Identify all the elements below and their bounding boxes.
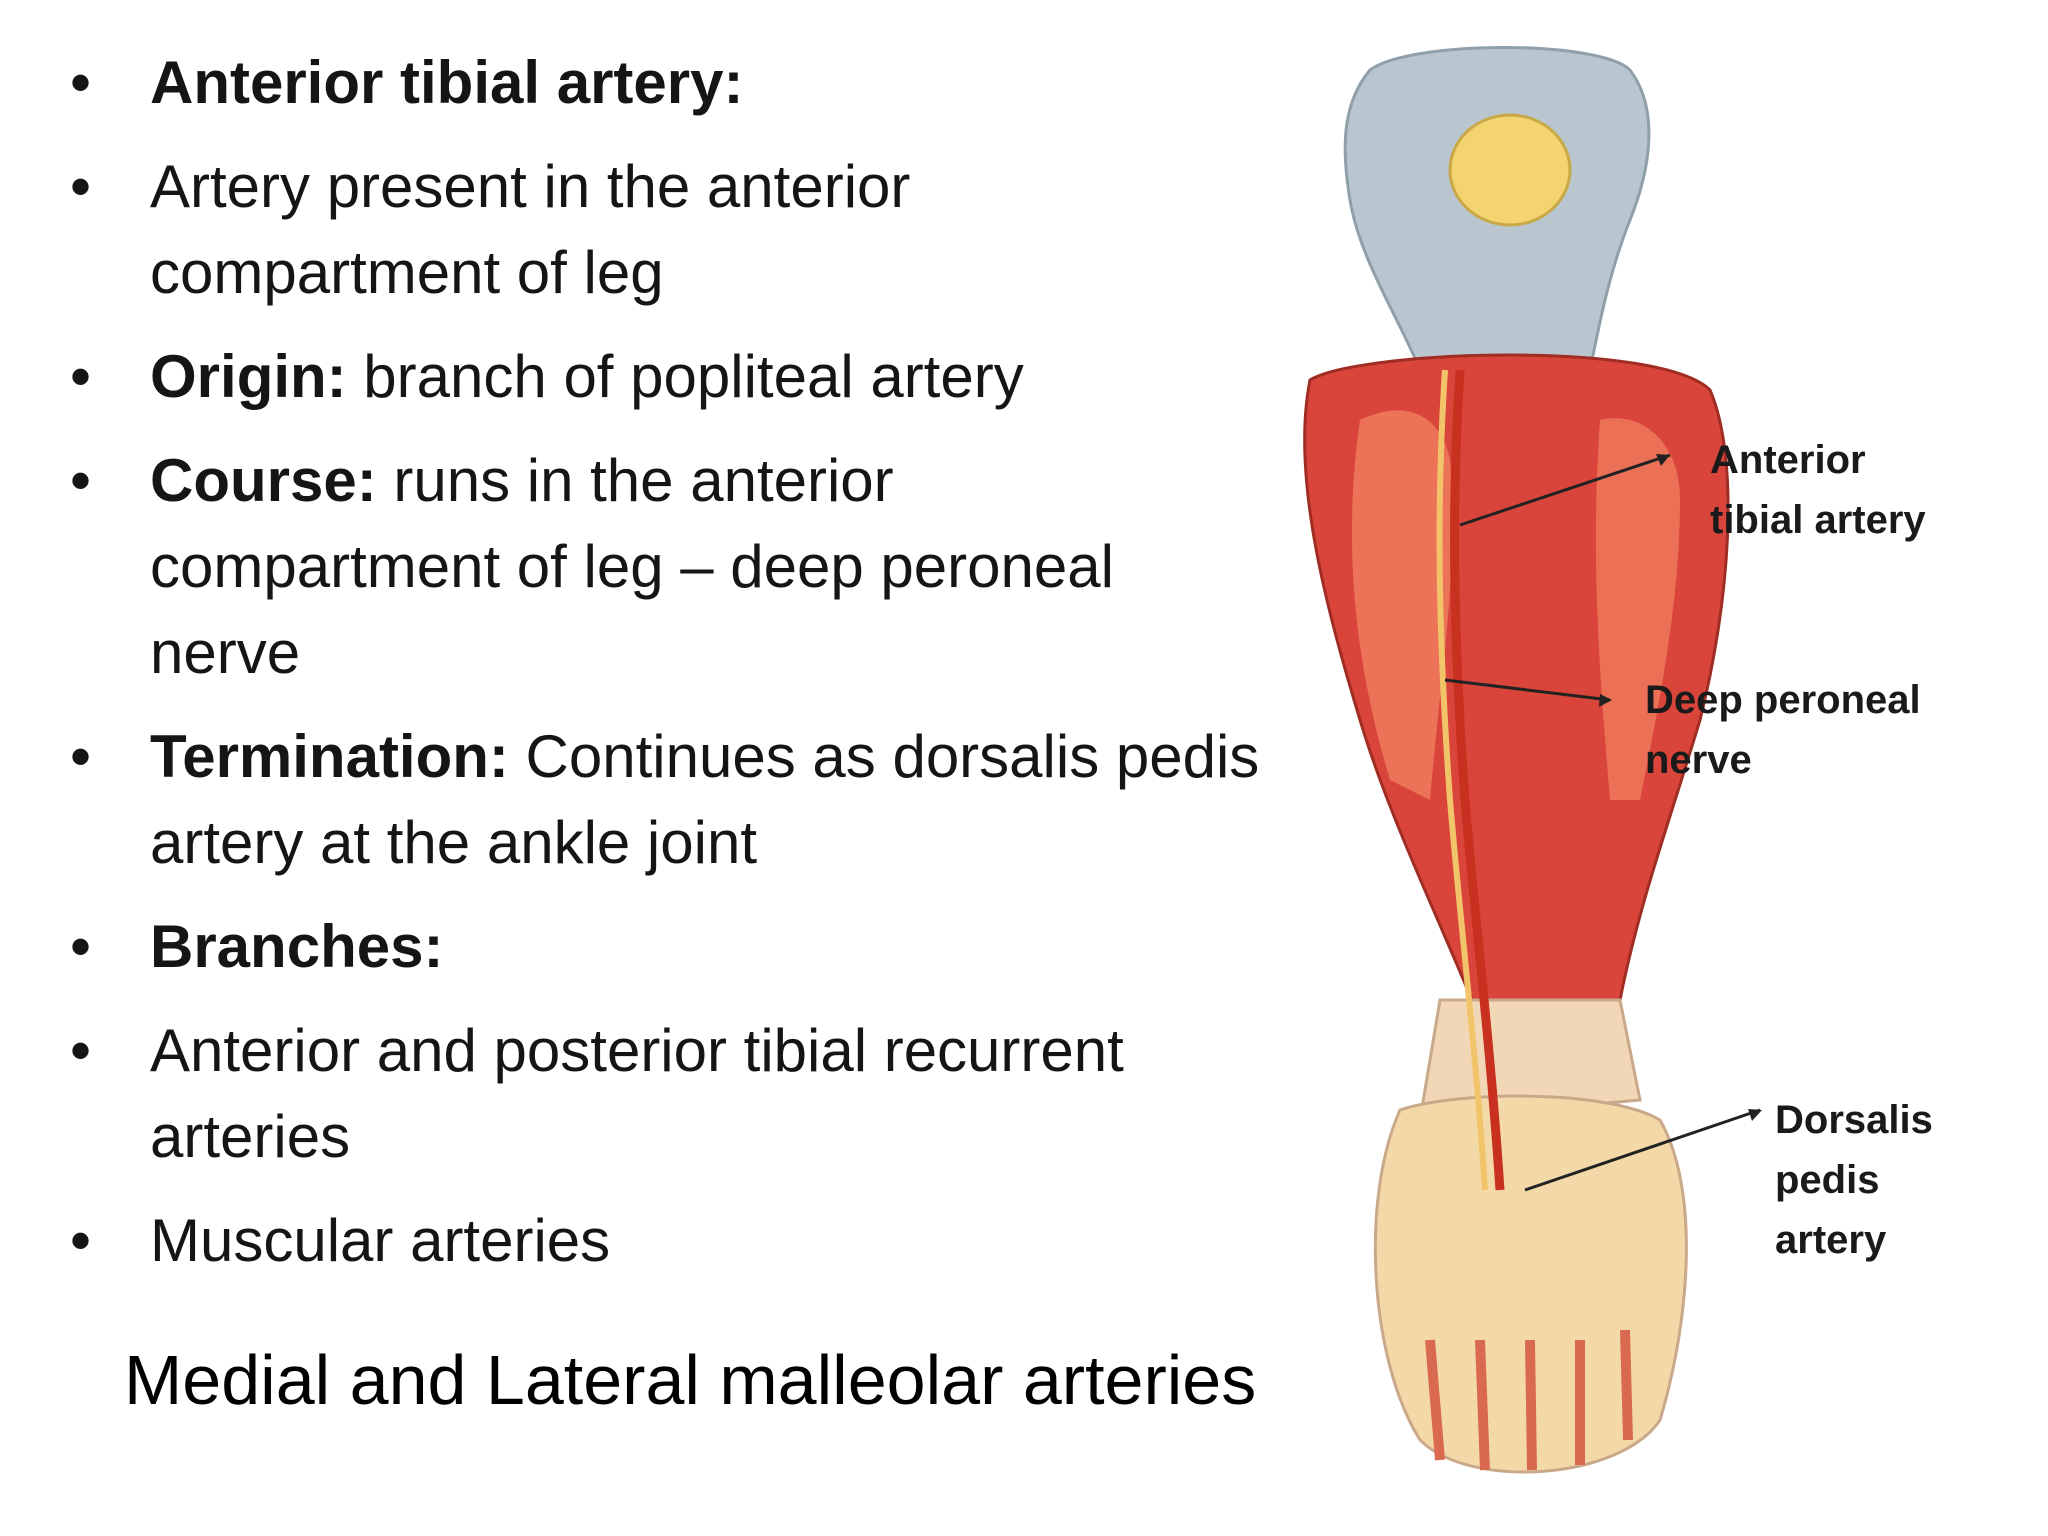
bullet-dot: • (70, 447, 92, 514)
arrowhead-deep-peroneal (1599, 694, 1612, 707)
leg-muscle-highlight-right (1595, 418, 1680, 800)
anterior-tibial-artery (1450, 369, 1505, 1191)
label-line: tibial artery (1710, 498, 1926, 542)
bullet-text: Continues as dorsalis pedis artery at th… (150, 723, 1260, 876)
label-dorsalis-pedis-artery: Dorsalis pedis artery (1775, 1090, 1933, 1270)
bullet-bold: Termination: (150, 723, 509, 790)
label-line: Deep peroneal (1645, 678, 1921, 722)
bullet-item: • Origin: branch of popliteal artery (62, 334, 1262, 420)
footer-line: Medial and Lateral malleolar arteries (124, 1341, 1257, 1419)
bullet-bold: Course: (150, 447, 377, 514)
deep-peroneal-nerve (1436, 369, 1488, 1191)
leader-anterior-tibial (1459, 453, 1671, 527)
bullet-item: • Anterior and posterior tibial recurren… (62, 1008, 1150, 1180)
label-line: nerve (1645, 738, 1752, 782)
label-line: Dorsalis (1775, 1098, 1933, 1142)
bullet-bold: Branches: (150, 913, 444, 980)
bullet-dot: • (70, 153, 92, 220)
bullet-text: branch of popliteal artery (346, 343, 1024, 410)
bullet-text: runs in the anterior compartment of leg … (150, 447, 1114, 686)
bullet-item: • Anterior tibial artery: (62, 40, 1262, 126)
bullet-dot: • (70, 723, 92, 790)
label-line: Anterior (1710, 438, 1866, 482)
leader-dorsalis-pedis (1524, 1108, 1761, 1192)
bullet-bold: Origin: (150, 343, 347, 410)
bullet-text: Muscular arteries (150, 1207, 611, 1274)
bullet-dot: • (70, 49, 92, 116)
bullet-list: • Anterior tibial artery: • Artery prese… (62, 40, 1262, 1302)
leader-deep-peroneal (1444, 678, 1611, 702)
toes (1425, 1329, 1633, 1471)
bullet-item: • Branches: (62, 904, 1262, 990)
label-anterior-tibial-artery: Anterior tibial artery (1710, 430, 1926, 550)
bullet-dot: • (70, 1207, 92, 1274)
foot (1373, 1094, 1688, 1474)
bullet-text: Anterior and posterior tibial recurrent … (150, 1017, 1124, 1170)
bullet-dot: • (70, 1017, 92, 1084)
patella (1448, 113, 1572, 227)
bullet-item: • Termination: Continues as dorsalis ped… (62, 714, 1260, 886)
leg-illustration (1303, 46, 1762, 1474)
bullet-dot: • (70, 343, 92, 410)
leg-anatomy-figure: Anterior tibial artery Deep peroneal ner… (1240, 40, 2048, 1500)
bullet-text: Artery present in the anterior compartme… (150, 153, 911, 306)
bullet-item: • Course: runs in the anterior compartme… (62, 438, 1130, 696)
arrowhead-dorsalis-pedis (1748, 1109, 1762, 1121)
label-deep-peroneal-nerve: Deep peroneal nerve (1645, 670, 1921, 790)
label-line: pedis (1775, 1158, 1880, 1202)
bullet-dot: • (70, 913, 92, 980)
bullet-item: • Muscular arteries (62, 1198, 1262, 1284)
label-line: artery (1775, 1218, 1887, 1262)
arrowhead-anterior-tibial (1656, 454, 1670, 466)
bullet-item: • Artery present in the anterior compart… (62, 144, 1170, 316)
bullet-bold: Anterior tibial artery: (150, 49, 744, 116)
leg-muscle-highlight (1351, 410, 1453, 800)
